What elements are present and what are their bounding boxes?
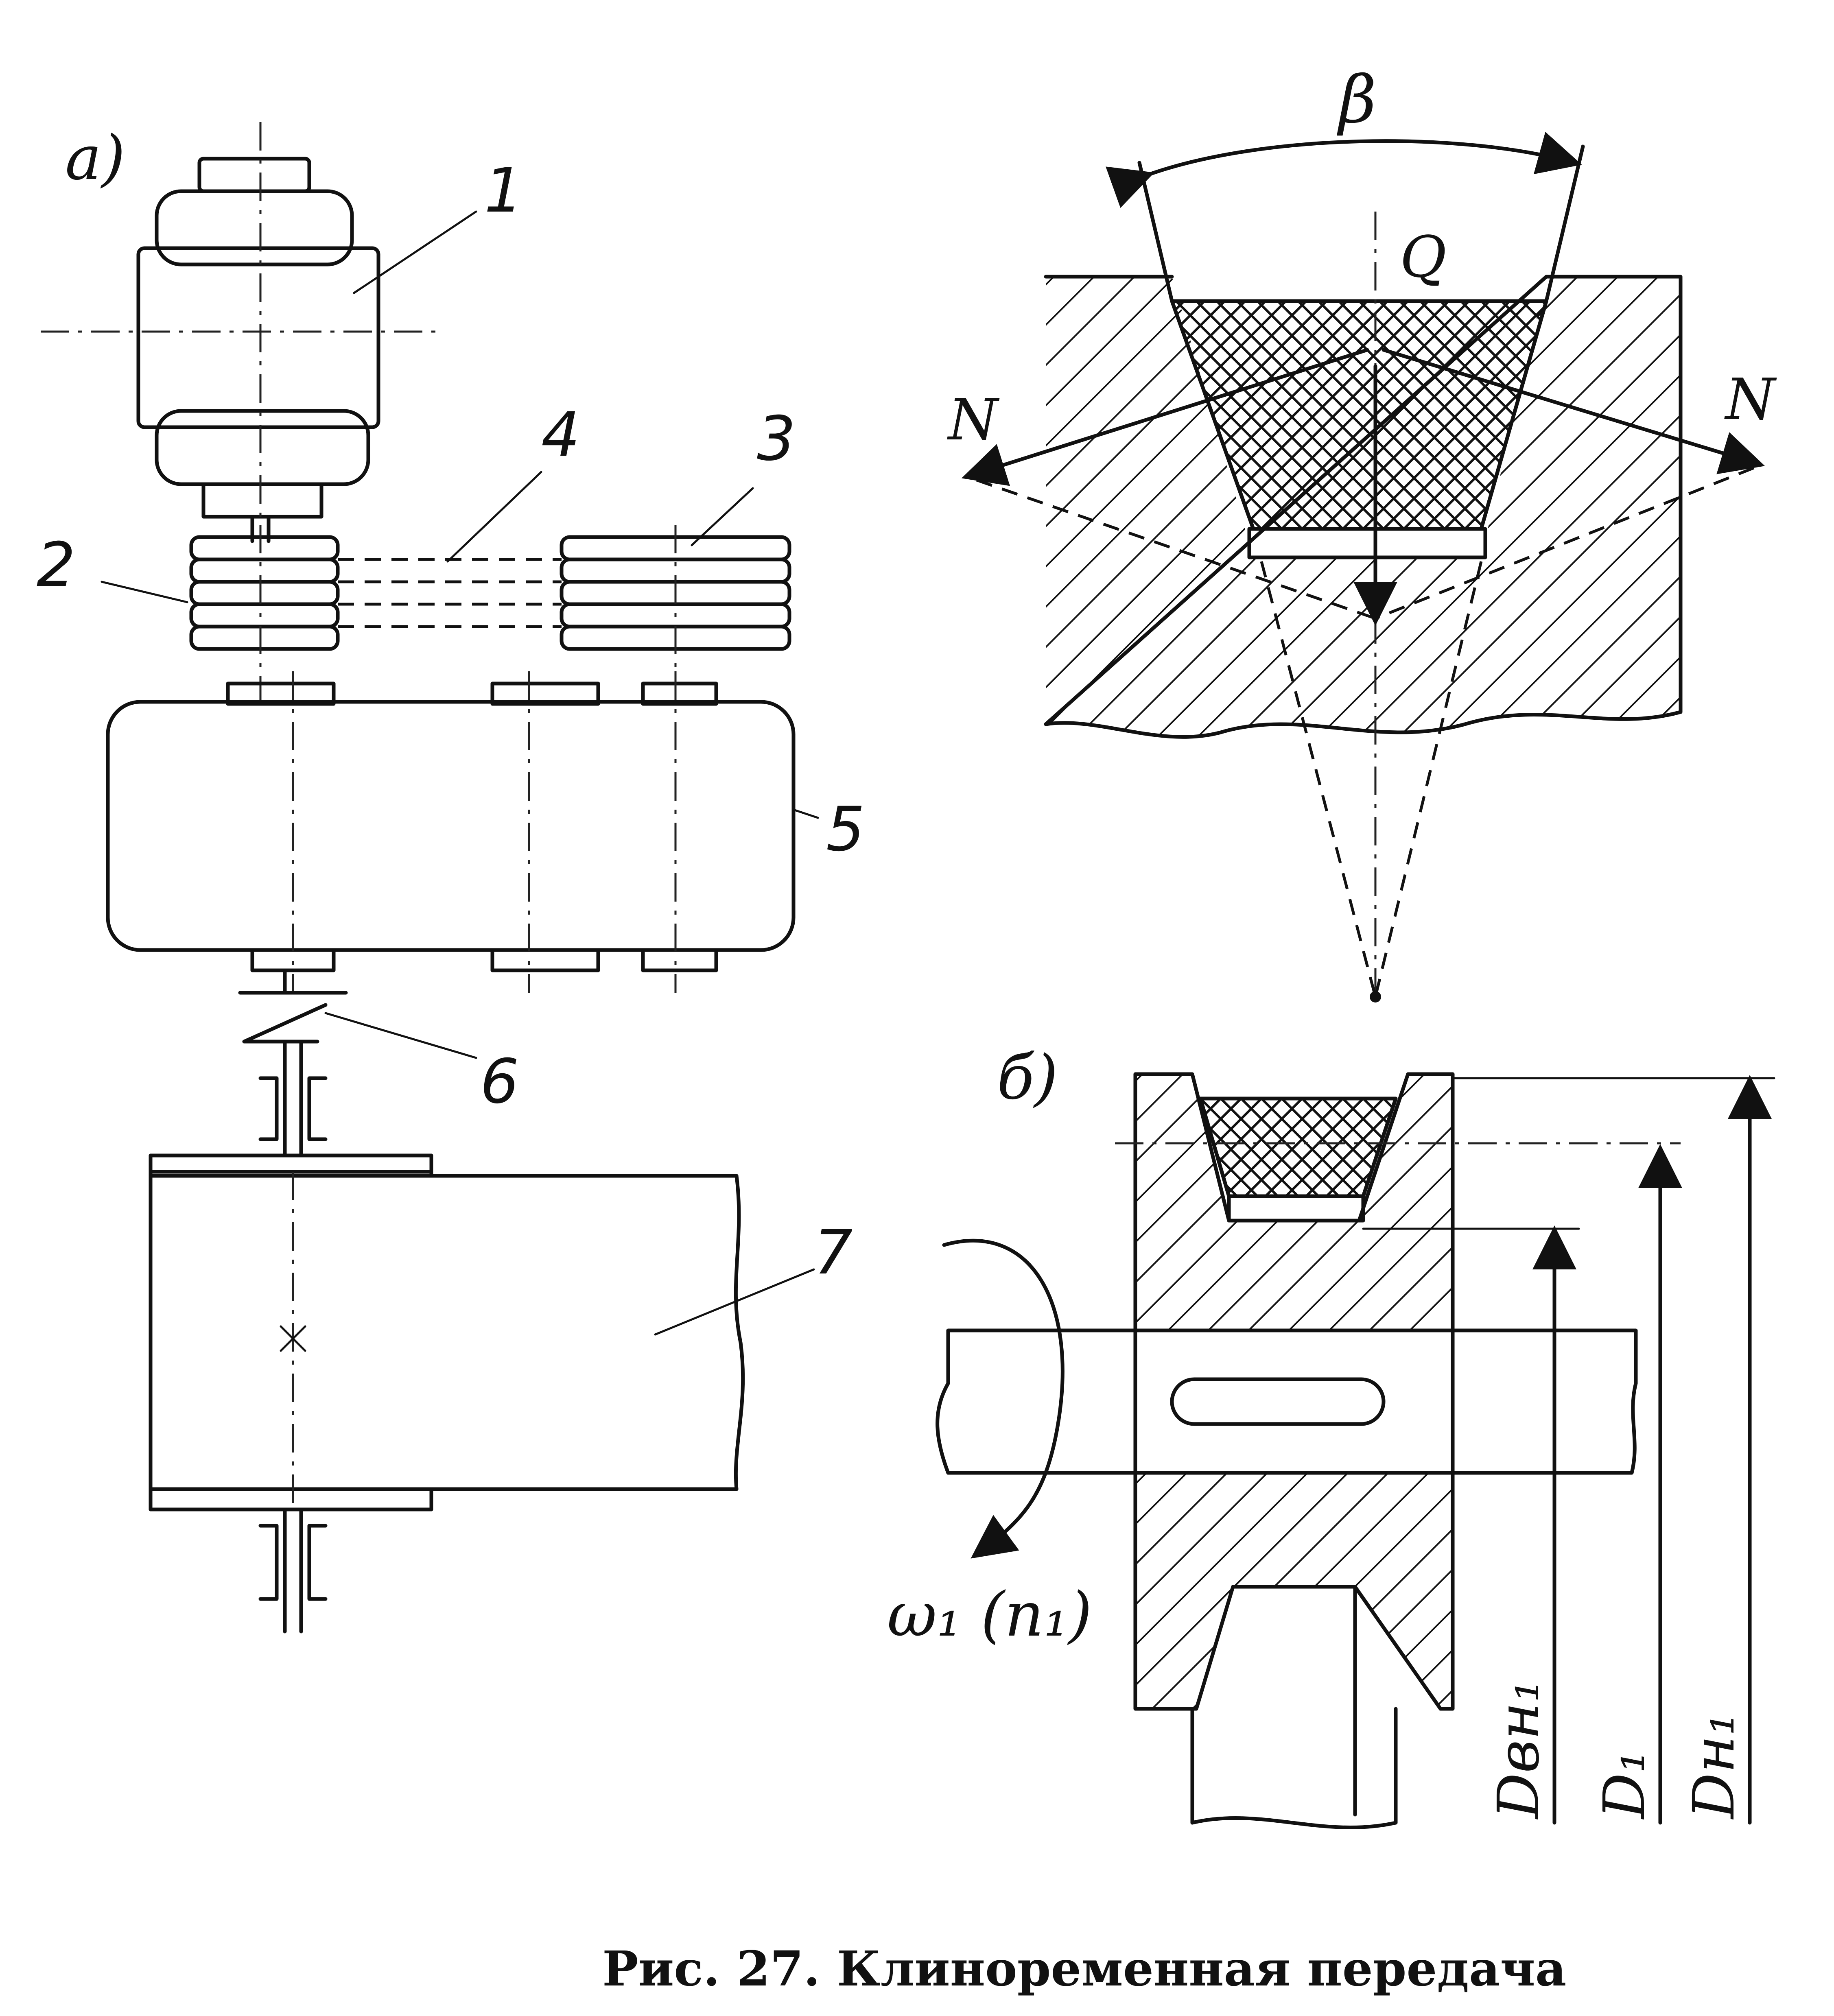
callout-5: 5: [826, 794, 865, 865]
force-n-left-label: N: [947, 387, 1000, 453]
groove-cross-section: β Q N N: [947, 61, 1777, 1003]
drum: [149, 1040, 745, 1634]
coupling: [238, 968, 348, 1044]
panel-a-label: а): [65, 123, 125, 194]
gearbox: [106, 671, 796, 993]
panel-b-label: б): [997, 1042, 1058, 1113]
callout-1: 1: [484, 155, 523, 226]
callout-6: 6: [480, 1046, 519, 1117]
angle-beta-label: β: [1337, 61, 1377, 138]
panel-a-drive-scheme: а): [37, 122, 865, 1634]
angular-velocity-label: ω₁ (n₁): [887, 1579, 1092, 1650]
callouts-panel-a: 1 2 3 4 5 6 7: [37, 155, 865, 1336]
callout-4: 4: [541, 400, 580, 470]
callout-7: 7: [814, 1217, 853, 1288]
electric-motor: [41, 122, 439, 543]
driving-pulley: [189, 525, 340, 700]
panel-b-pulley-section: б) ω₁ (n₁) Dвн₁ D₁ Dн₁: [887, 1042, 1775, 1830]
dimension-d-pitch-label: D₁: [1591, 1750, 1658, 1820]
force-q-label: Q: [1400, 224, 1447, 290]
callout-3: 3: [757, 404, 796, 474]
figure-caption: Рис. 27. Клиноременная передача: [602, 1940, 1566, 1997]
dimension-d-inner-label: Dвн₁: [1486, 1680, 1552, 1820]
dimension-d-outer-label: Dн₁: [1681, 1712, 1747, 1820]
driven-pulley: [560, 525, 791, 700]
v-belts: [338, 558, 562, 628]
force-n-right-label: N: [1724, 367, 1777, 433]
callout-2: 2: [37, 530, 75, 601]
